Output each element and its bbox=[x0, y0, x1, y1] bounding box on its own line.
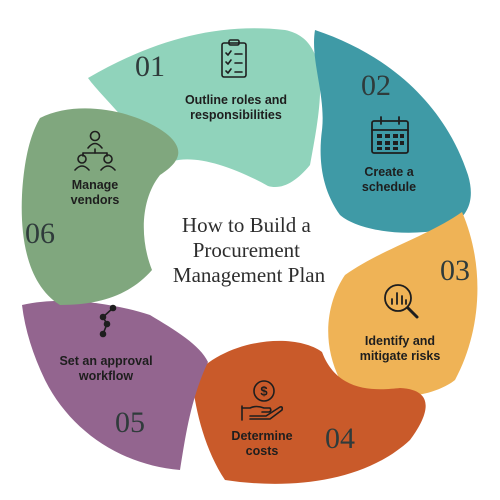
step-number-06: 06 bbox=[25, 217, 55, 250]
svg-text:$: $ bbox=[260, 384, 268, 399]
magnifier-chart-icon bbox=[384, 284, 419, 319]
petal-04 bbox=[192, 340, 426, 484]
step-number-03: 03 bbox=[440, 254, 470, 287]
step-number-02: 02 bbox=[361, 69, 391, 102]
diagram-title: How to Build a Procurement Management Pl… bbox=[173, 213, 326, 287]
step-number-01: 01 bbox=[135, 50, 165, 83]
workflow-path-icon bbox=[99, 304, 117, 338]
people-network-icon bbox=[74, 130, 116, 171]
petal-06 bbox=[21, 108, 179, 305]
calendar-icon bbox=[371, 116, 409, 154]
step-number-05: 05 bbox=[115, 406, 145, 439]
petal-02 bbox=[314, 30, 471, 233]
checklist-icon bbox=[221, 39, 247, 78]
petal-01 bbox=[88, 28, 321, 188]
step-number-04: 04 bbox=[325, 422, 355, 455]
hand-coin-icon: $ bbox=[241, 380, 284, 421]
petal-05 bbox=[22, 300, 208, 470]
petal-03 bbox=[328, 212, 478, 397]
